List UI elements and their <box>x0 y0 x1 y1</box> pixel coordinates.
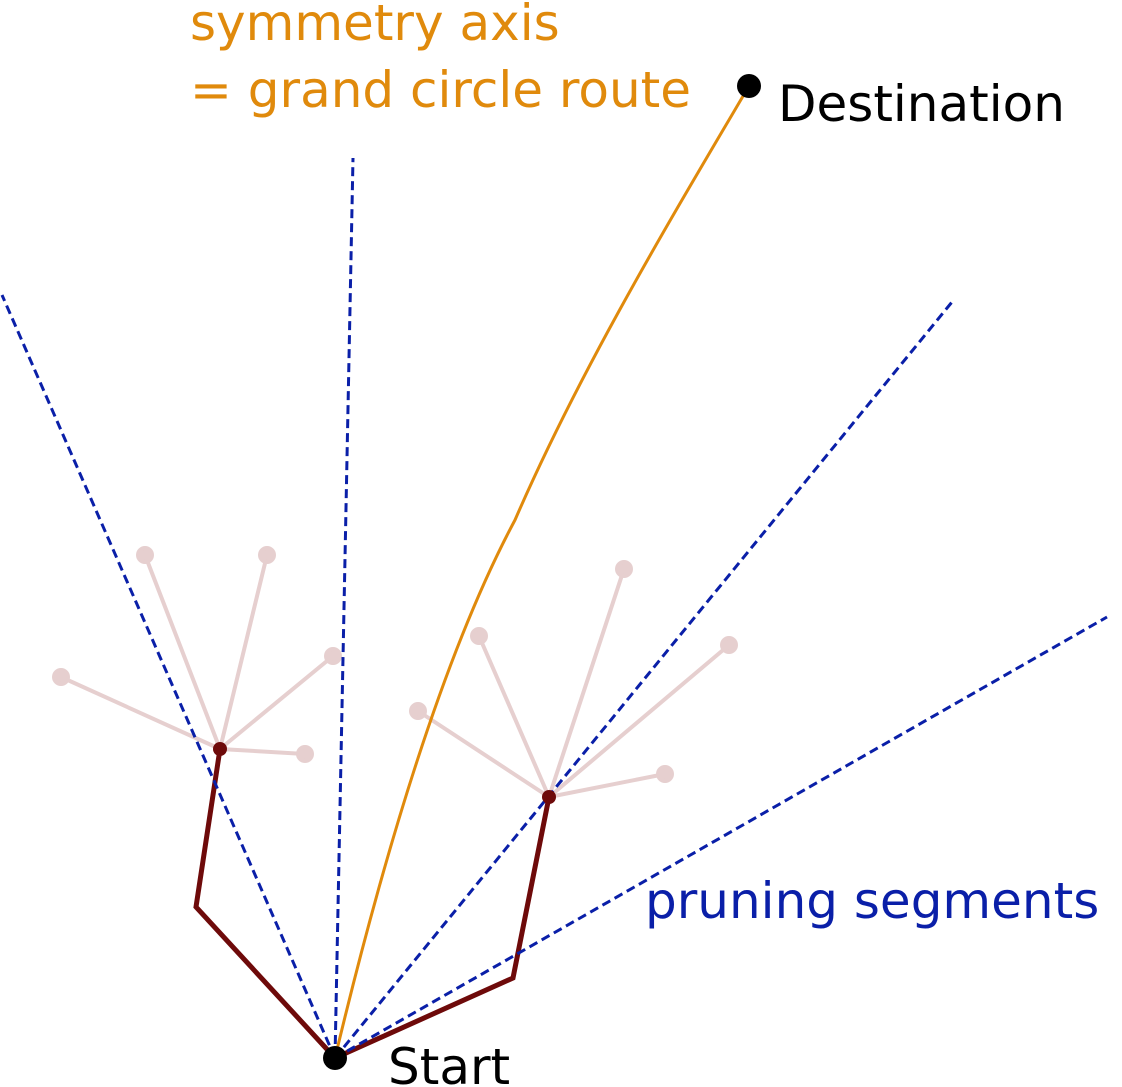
node-left <box>213 742 227 756</box>
branch-endpoint <box>470 627 488 645</box>
axis-label-line2: = grand circle route <box>190 61 691 119</box>
branch-endpoint <box>656 765 674 783</box>
branch-endpoint <box>296 745 314 763</box>
node-right <box>542 790 556 804</box>
branch-endpoint <box>720 636 738 654</box>
branch-endpoint <box>324 647 342 665</box>
candidate-branches-left <box>52 546 342 763</box>
destination-point <box>737 74 761 98</box>
branch-line <box>547 772 667 799</box>
pruning-segments <box>0 157 1108 1060</box>
start-label: Start <box>388 1038 510 1087</box>
pruning-segment <box>333 301 954 1059</box>
candidate-branches-right <box>409 560 738 799</box>
branch-line <box>218 553 269 751</box>
branch-endpoint <box>136 546 154 564</box>
path-right <box>333 796 552 1061</box>
pruning-segment <box>333 157 355 1059</box>
branch-endpoint <box>52 668 70 686</box>
pruning-segment <box>0 294 337 1059</box>
branch-line <box>547 643 731 799</box>
branch-line <box>416 709 551 799</box>
branch-line <box>547 567 626 799</box>
branch-endpoint <box>409 702 427 720</box>
pruning-segment <box>334 615 1108 1060</box>
start-point <box>323 1046 347 1070</box>
branch-endpoint <box>258 546 276 564</box>
grand-circle-route <box>333 85 751 1059</box>
branch-line <box>143 553 222 751</box>
branch-line <box>218 747 307 756</box>
path-left <box>193 748 337 1060</box>
branch-endpoint <box>615 560 633 578</box>
axis-label-line1: symmetry axis <box>190 0 560 52</box>
branch-line <box>218 654 335 751</box>
branch-line <box>477 634 551 799</box>
destination-label: Destination <box>778 75 1065 133</box>
pruning-label: pruning segments <box>645 872 1099 930</box>
